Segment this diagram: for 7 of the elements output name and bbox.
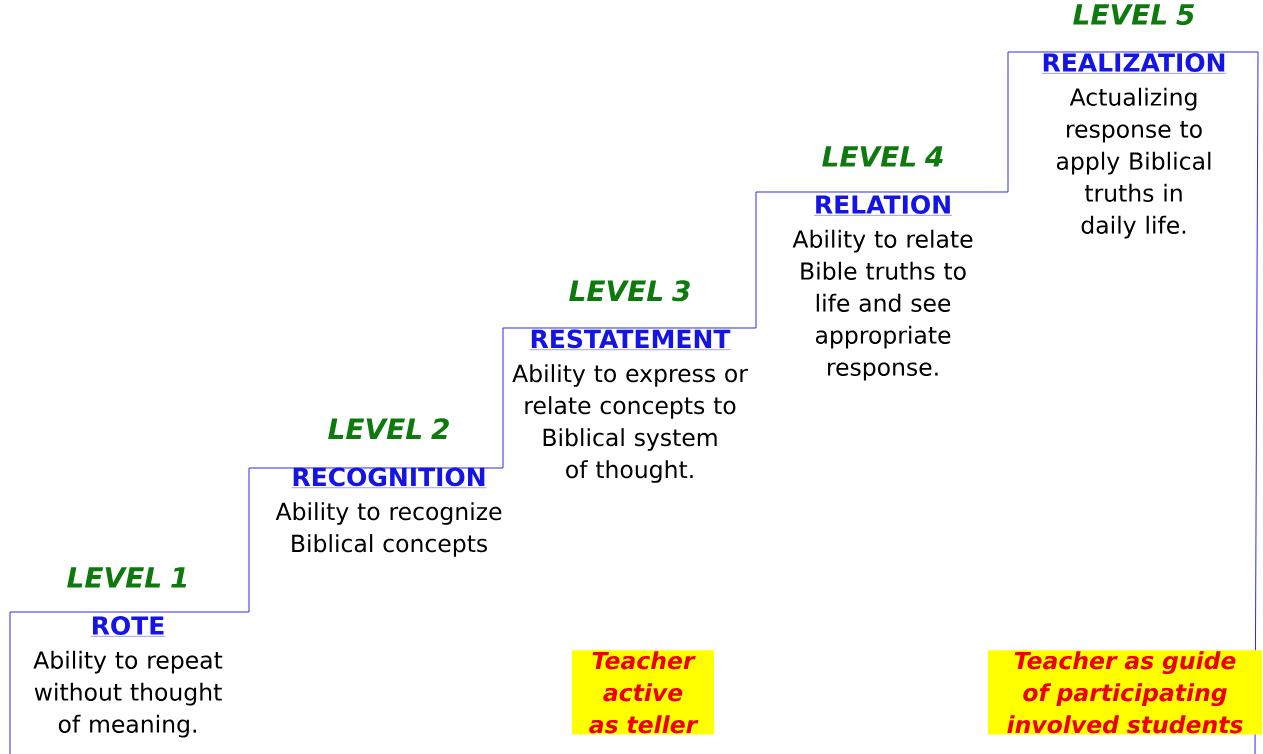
step-block: LEVEL 2 RECOGNITION Ability to recognize Biblical concepts bbox=[275, 418, 502, 557]
highlighted-note: Teacher active as teller bbox=[572, 650, 714, 735]
highlighted-note: Teacher as guide of participating involved students bbox=[988, 650, 1262, 735]
step-block: LEVEL 4 RELATION Ability to relate Bible truths to life and see appropriate response. bbox=[792, 146, 973, 381]
step-block: LEVEL 3 RESTATEMENT Ability to express or relate concepts to Biblical system of thought. bbox=[512, 280, 748, 483]
step-block: LEVEL 1 ROTE Ability to repeat without thought of meaning. bbox=[33, 567, 223, 738]
step-block: LEVEL 5 REALIZATION Actualizing response to apply Biblical truths in daily life. bbox=[1041, 4, 1227, 239]
